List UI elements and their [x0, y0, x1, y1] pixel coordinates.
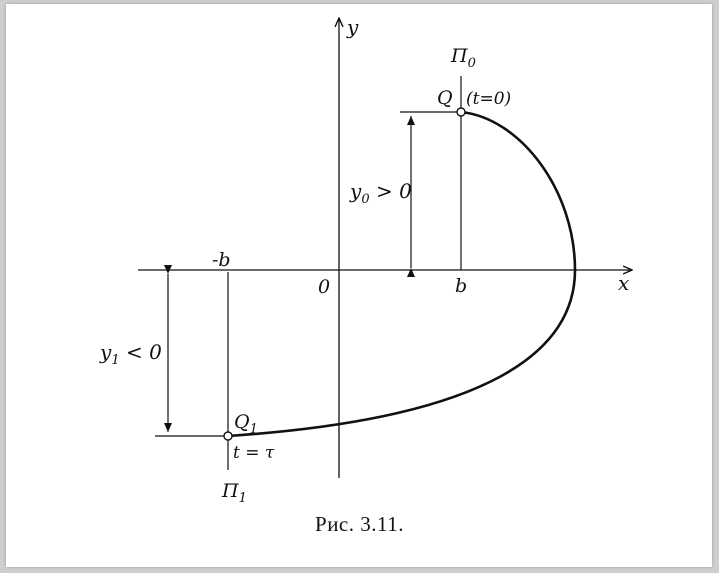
pi0-label: П0 — [450, 45, 476, 71]
y0-label: y0 > 0 — [349, 179, 412, 207]
b-label: b — [455, 275, 467, 297]
pi1-label: П1 — [221, 480, 247, 506]
trajectory-curve — [227, 110, 577, 438]
t-tau-label: t = τ — [233, 443, 275, 463]
x-axis-label: x — [618, 271, 629, 295]
origin-label: 0 — [318, 276, 330, 298]
figure-caption: Рис. 3.11. — [315, 512, 404, 536]
paper-sheet — [6, 4, 712, 567]
neg-b-label: -b — [212, 249, 231, 271]
y1-label: y1 < 0 — [99, 340, 162, 368]
y-axis-label: y — [346, 15, 359, 39]
t0-label: (t=0) — [466, 89, 511, 109]
q1-label: Q1 — [234, 411, 258, 437]
q-label: Q — [437, 87, 453, 109]
point-q1 — [223, 431, 233, 441]
point-q — [456, 107, 466, 117]
